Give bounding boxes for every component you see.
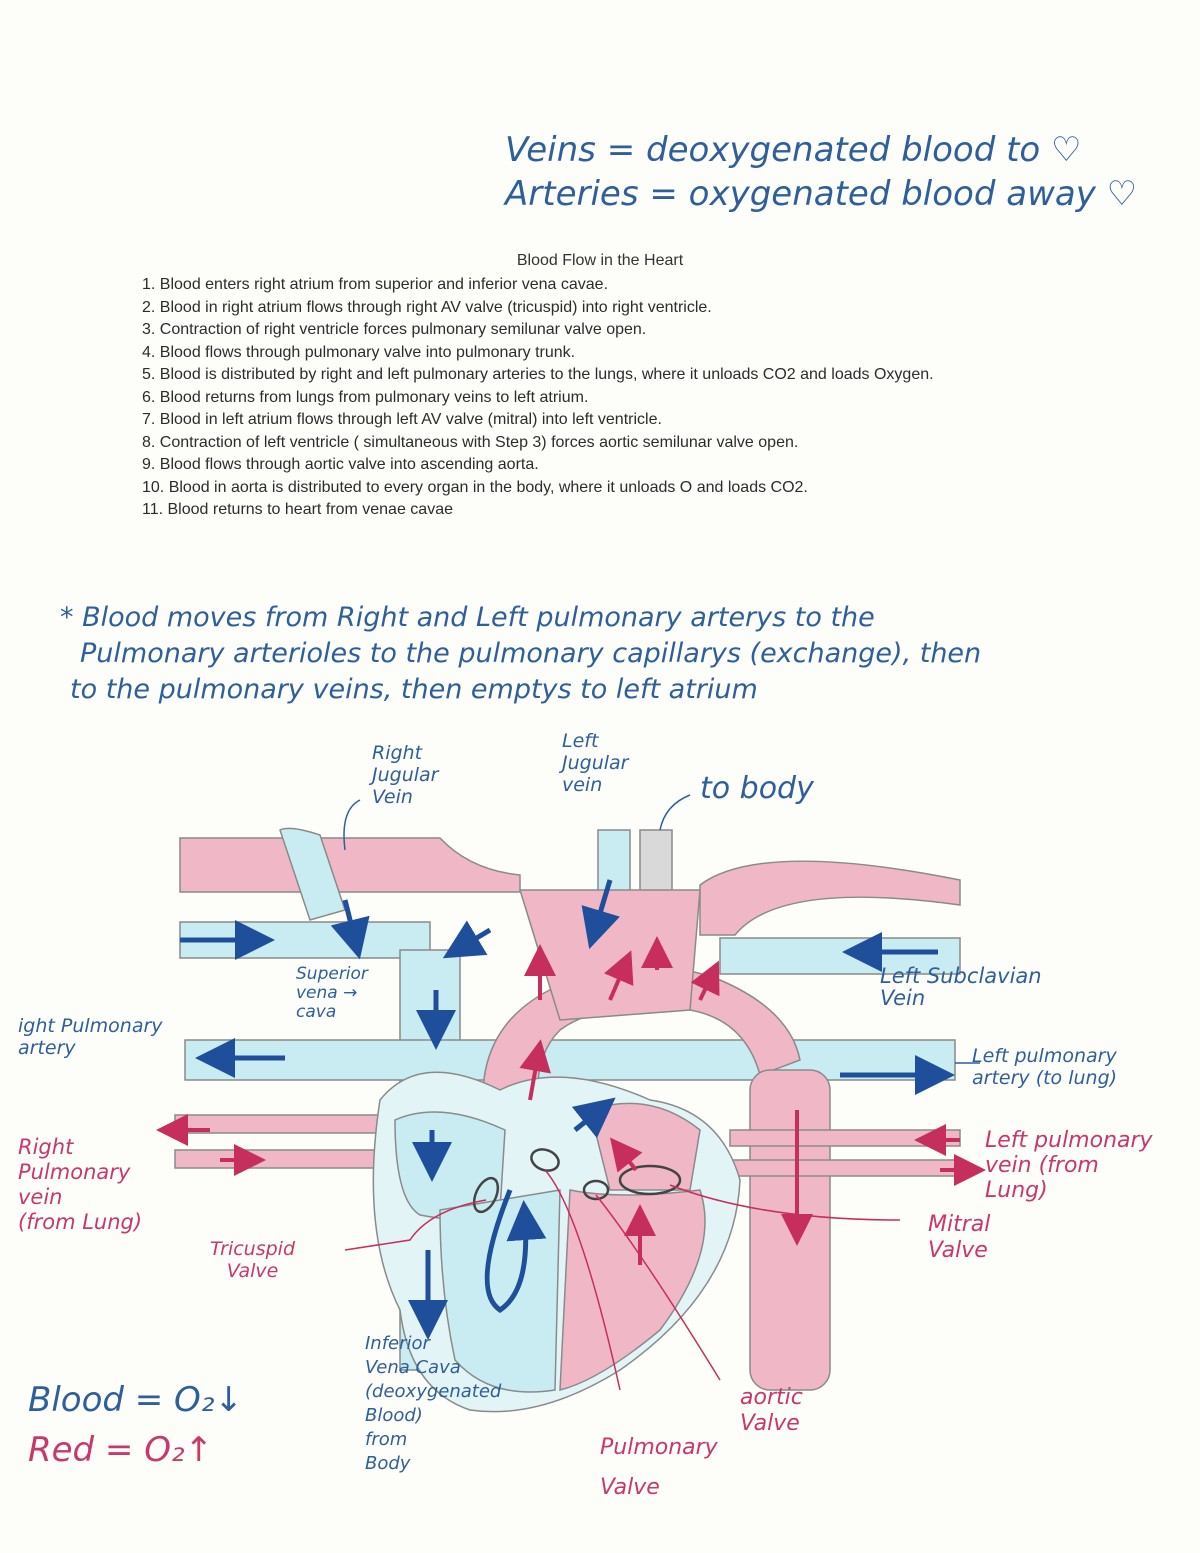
left-ventricle [559, 1189, 706, 1391]
note-line: to the pulmonary veins, then emptys to l… [70, 674, 758, 705]
flow-arrow [610, 1137, 643, 1173]
right-pulmonary-vein-vessel [174, 1149, 406, 1169]
red-legend: Red = O₂↑ [28, 1430, 214, 1470]
left-pulmonary-vein-label: Left pulmonary vein (from Lung) [985, 1128, 1153, 1203]
upper-left-artery [179, 837, 521, 893]
step-item: 8. Contraction of left ventricle ( simul… [142, 433, 799, 451]
note-line: * Blood moves from Right and Left pulmon… [60, 602, 875, 633]
left-subclavian-vessel [719, 937, 961, 975]
flow-arrow [571, 1097, 616, 1139]
superior-vena-cava-label: Superior vena → cava [296, 964, 368, 1022]
step-item: 6. Blood returns from lungs from pulmona… [142, 388, 589, 406]
flow-arrow [690, 960, 720, 1001]
jugular-pointer [343, 799, 361, 851]
descending-aorta [749, 1069, 831, 1391]
right-jugular-vessel [279, 827, 346, 921]
blue-legend: Blood = O₂↓ [28, 1380, 243, 1420]
note-line: Pulmonary arterioles to the pulmonary ca… [80, 638, 982, 669]
step-item: 3. Contraction of right ventricle forces… [142, 321, 647, 338]
step-item: 5. Blood is distributed by right and lef… [142, 366, 934, 383]
steps-list: 1. Blood enters right atrium from superi… [142, 274, 982, 522]
left-pulmonary-vein-vessel [729, 1129, 961, 1147]
color-legend: Blood = O₂↓ Red = O₂↑ [28, 1375, 243, 1475]
right-pulmonary-vein-label: Right Pulmonary vein (from Lung) [18, 1135, 143, 1234]
to-body-pointer [659, 794, 691, 831]
left-subclavian-label: Left Subclavian Vein [880, 964, 1042, 1010]
document-title: Blood Flow in the Heart [516, 252, 684, 269]
right-pulmonary-artery-label: ight Pulmonary artery [18, 1015, 163, 1059]
step-item: 2. Blood in right atrium flows through r… [142, 298, 712, 316]
step-item: 9. Blood flows through aortic valve into… [142, 456, 539, 473]
upper-right-artery [699, 860, 961, 936]
right-jugular-label: Right Jugular Vein [372, 742, 439, 808]
left-pulmonary-vein-vessel [729, 1159, 961, 1177]
mitral-pointer [669, 1184, 901, 1221]
step-item: 7. Blood in left atrium flows through le… [142, 411, 662, 428]
tricuspid-pointer [344, 1199, 487, 1251]
pulmonary-valve-label: Pulmonary Valve [600, 1435, 718, 1500]
veins-note: Veins = deoxygenated blood to ♡ [505, 130, 1082, 170]
mitral-valve-label: Mitral Valve [928, 1212, 991, 1263]
aortic-pointer [595, 1194, 721, 1381]
arteries-note: Arteries = oxygenated blood away ♡ [505, 174, 1138, 214]
flow-arrow [603, 950, 634, 1001]
flow-arrow [519, 1039, 551, 1101]
mitral-valve [618, 1164, 682, 1196]
pulmonary-pointer [544, 1169, 621, 1391]
step-item: 10. Blood in aorta is distributed to eve… [142, 478, 808, 496]
tricuspid-valve [472, 1176, 500, 1214]
tricuspid-valve-label: Tricuspid Valve [210, 1238, 296, 1282]
step-item: 4. Blood flows through pulmonary valve i… [142, 343, 576, 361]
left-pulmonary-artery-label: Left pulmonary artery (to lung) [972, 1045, 1118, 1089]
flow-arrow [330, 899, 370, 960]
inferior-vena-cava-label: Inferior Vena Cava (deoxygenated Blood) … [365, 1333, 502, 1474]
aortic-valve [582, 1179, 610, 1201]
pulmonary-artery-vessel [184, 1039, 956, 1081]
to-body-label: to body [700, 771, 814, 806]
step-item: 1. Blood enters right atrium from superi… [142, 276, 609, 293]
left-jugular-label: Left Jugular vein [562, 730, 629, 796]
flow-arrow [581, 879, 620, 950]
pulmonary-circulation-note: * Blood moves from Right and Left pulmon… [60, 600, 981, 708]
pulmonary-valve [530, 1148, 560, 1172]
flow-arrow [484, 1189, 547, 1314]
flow-arrow [442, 920, 492, 959]
step-item: 11. Blood returns to heart from venae ca… [142, 501, 453, 518]
aortic-valve-label: aortic Valve [740, 1385, 803, 1436]
heart-diagram [156, 794, 986, 1413]
handwritten-header: Veins = deoxygenated blood to ♡ Arteries… [505, 130, 1137, 214]
